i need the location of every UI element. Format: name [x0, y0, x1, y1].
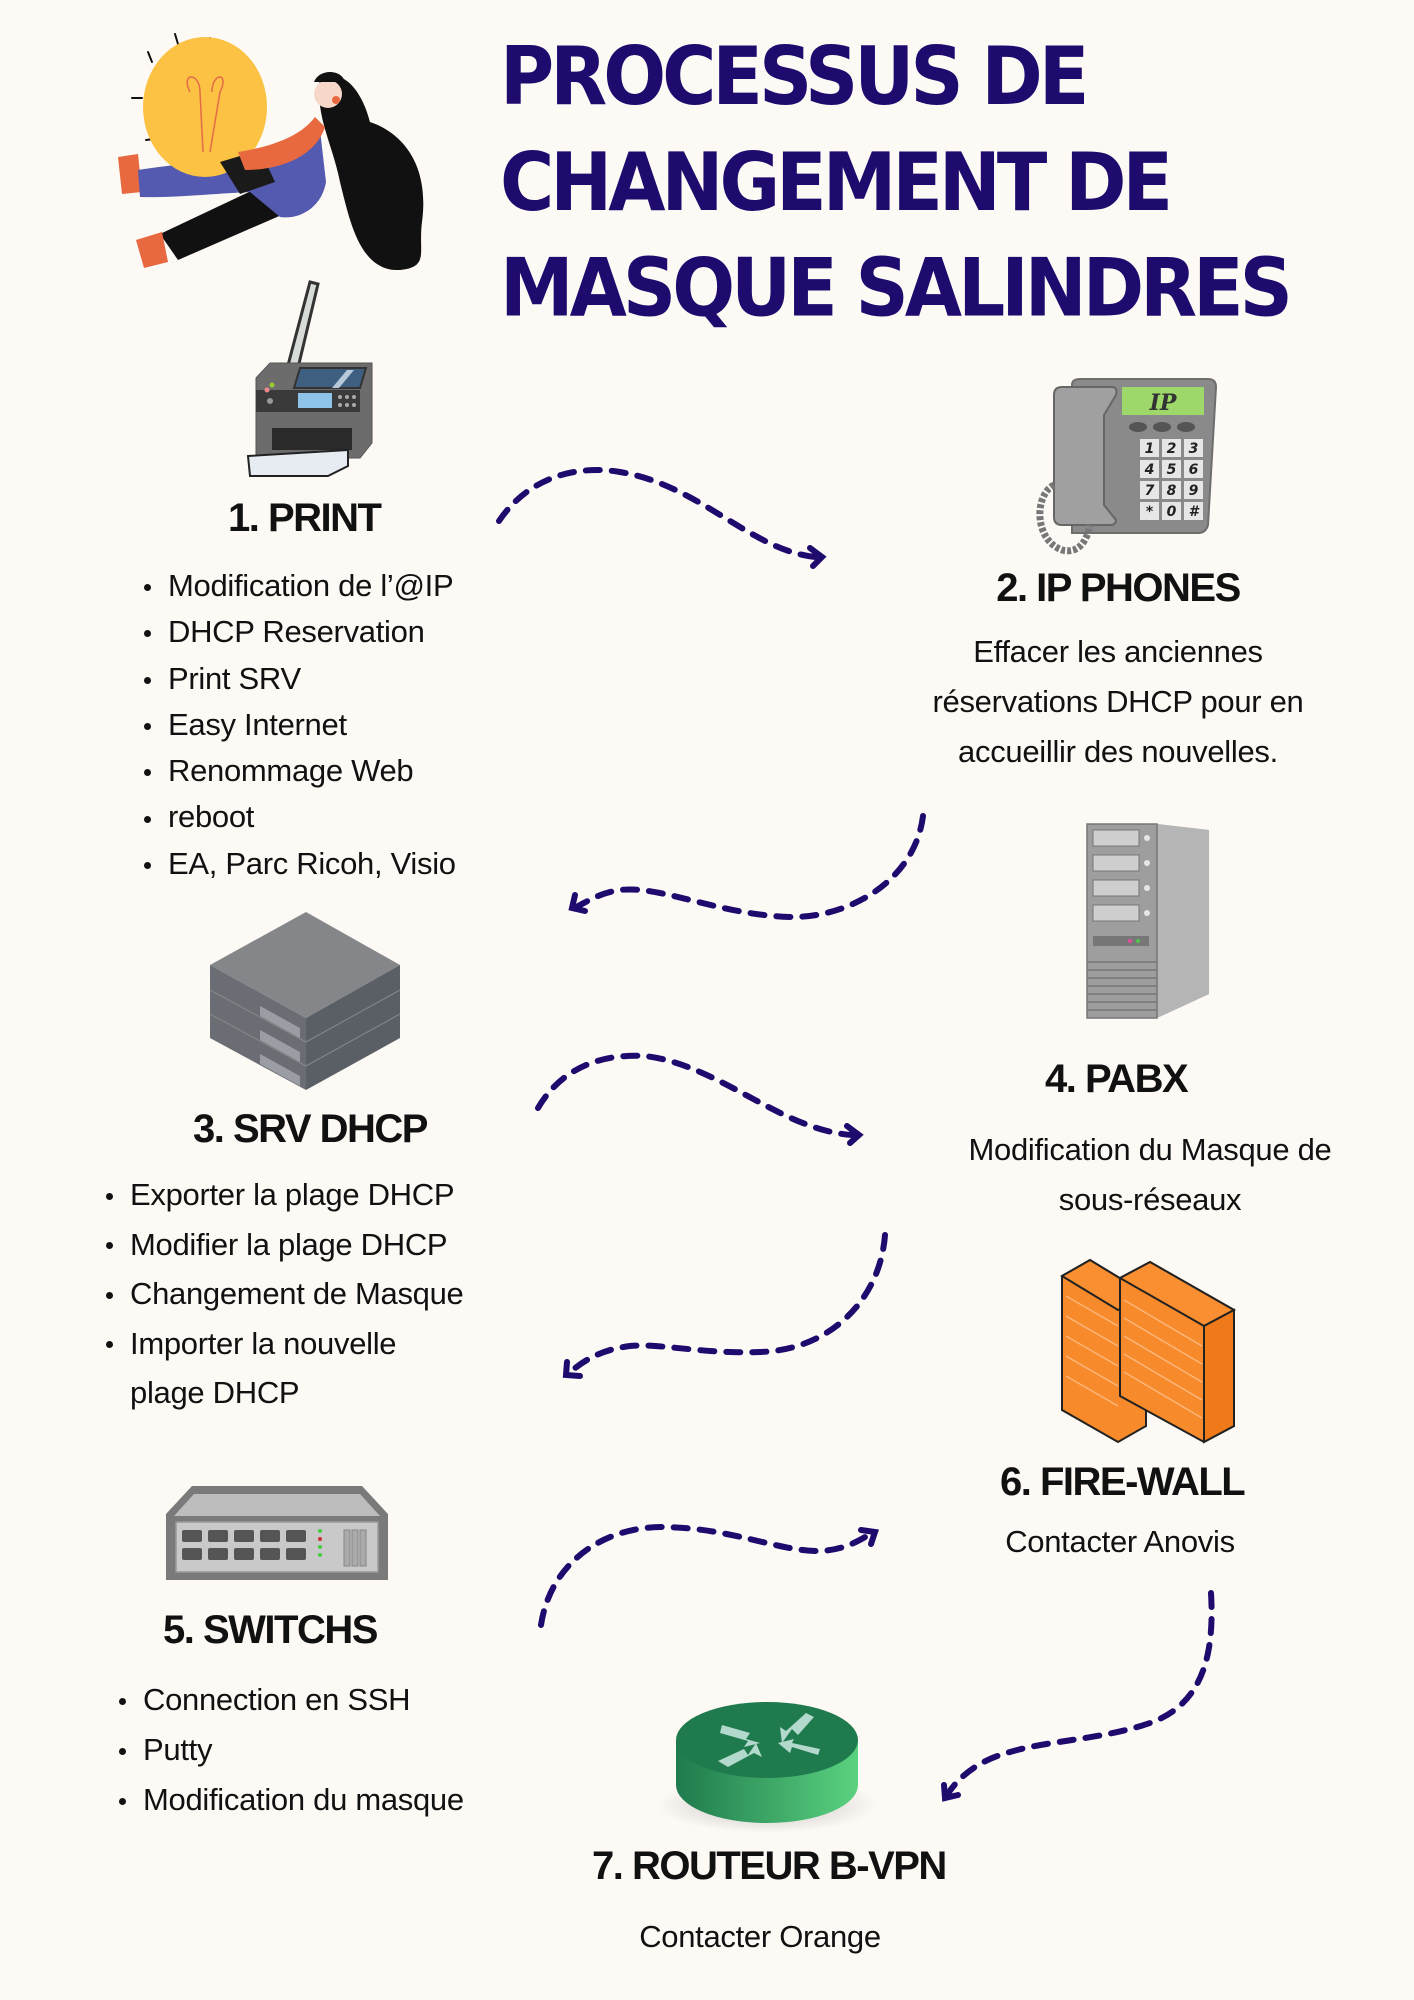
- title-line-3: MASQUE SALINDRES: [500, 242, 1293, 336]
- keypad-key: 0: [1162, 502, 1181, 520]
- description-line: Contacter Orange: [639, 1919, 881, 1954]
- list-item: Modification de l’@IP: [142, 563, 456, 609]
- step-heading: 3. SRV DHCP: [193, 1107, 428, 1151]
- keypad-key: #: [1184, 502, 1203, 520]
- step-heading: 7. ROUTEUR B-VPN: [592, 1844, 947, 1888]
- arrowhead: [844, 1123, 864, 1146]
- list-item: Changement de Masque: [104, 1269, 464, 1319]
- description-line: accueillir des nouvelles.: [958, 734, 1278, 769]
- keypad-key: *: [1140, 502, 1159, 520]
- keypad-key: 7: [1140, 481, 1159, 499]
- switch-port: [182, 1548, 202, 1560]
- router-icon: [657, 1702, 877, 1833]
- server-stack-icon: [209, 912, 401, 1090]
- step-task-list: Exporter la plage DHCP Modifier la plage…: [104, 1170, 464, 1418]
- description-line: Contacter Anovis: [1005, 1524, 1235, 1559]
- switch-port: [234, 1548, 254, 1560]
- svg-text:2: 2: [1167, 441, 1177, 457]
- description-line: réservations DHCP pour en: [932, 684, 1304, 719]
- keypad-key: 3: [1184, 439, 1203, 457]
- step-description: Effacer les anciennes réservations DHCP …: [888, 627, 1348, 777]
- switch-port: [286, 1548, 306, 1560]
- list-item: Modification du masque: [117, 1775, 464, 1825]
- step-heading: 5. SWITCHS: [163, 1608, 378, 1652]
- keypad-key: 6: [1184, 460, 1203, 478]
- switch-port: [234, 1530, 254, 1542]
- svg-text:1: 1: [1145, 441, 1155, 457]
- svg-text:*: *: [1146, 504, 1154, 520]
- keypad-key: 1: [1140, 439, 1159, 457]
- arrowhead: [941, 1782, 961, 1802]
- svg-text:9: 9: [1189, 483, 1199, 499]
- title-line-1: PROCESSUS DE: [500, 30, 1089, 124]
- title-line-2: CHANGEMENT DE: [500, 136, 1173, 230]
- switch-port: [286, 1530, 306, 1542]
- firewall-icon: [1060, 1258, 1237, 1444]
- list-item: Easy Internet: [142, 702, 456, 748]
- list-item: Exporter la plage DHCP: [104, 1170, 464, 1220]
- list-item: Renommage Web: [142, 748, 456, 794]
- phone-screen-label: IP: [1149, 390, 1178, 416]
- keypad-key: 9: [1184, 481, 1203, 499]
- step-task-list: Modification de l’@IP DHCP Reservation P…: [142, 563, 456, 887]
- step-task-list: Connection en SSH Putty Modification du …: [117, 1675, 464, 1825]
- step-heading: 2. IP PHONES: [996, 566, 1241, 610]
- step-description: Contacter Anovis: [960, 1517, 1280, 1567]
- printer-icon: [246, 280, 373, 477]
- list-item-continuation: plage DHCP: [130, 1375, 300, 1410]
- network-switch-icon: [166, 1486, 388, 1580]
- svg-text:0: 0: [1167, 504, 1177, 520]
- svg-text:7: 7: [1145, 483, 1155, 499]
- list-item: reboot: [142, 794, 456, 840]
- keypad-key: 8: [1162, 481, 1181, 499]
- arrowhead: [858, 1527, 879, 1547]
- arrow-path: [496, 467, 818, 560]
- list-item: Print SRV: [142, 656, 456, 702]
- step-description: Modification du Masque de sous-réseaux: [920, 1125, 1380, 1225]
- keypad-key: 4: [1140, 460, 1159, 478]
- keypad-key: 5: [1162, 460, 1181, 478]
- list-item: Importer la nouvelle: [104, 1319, 464, 1369]
- description-line: sous-réseaux: [1058, 1182, 1242, 1217]
- svg-text:4: 4: [1144, 462, 1155, 478]
- arrowhead: [807, 545, 827, 569]
- keypad-key: 2: [1162, 439, 1181, 457]
- svg-text:8: 8: [1167, 483, 1177, 499]
- svg-text:6: 6: [1189, 462, 1199, 478]
- list-item: Modifier la plage DHCP: [104, 1220, 464, 1270]
- woman-with-lightbulb-illustration: [118, 33, 424, 271]
- arrowhead: [568, 892, 588, 914]
- arrowhead: [562, 1359, 583, 1379]
- step-heading: 4. PABX: [1045, 1057, 1189, 1101]
- list-item: DHCP Reservation: [142, 609, 456, 655]
- switch-port: [208, 1530, 228, 1542]
- switch-port: [260, 1530, 280, 1542]
- switch-port: [182, 1530, 202, 1542]
- step-heading: 1. PRINT: [228, 496, 382, 540]
- description-line: Effacer les anciennes: [973, 634, 1263, 669]
- description-line: Modification du Masque de: [968, 1132, 1332, 1167]
- svg-text:5: 5: [1167, 462, 1177, 478]
- list-item: Connection en SSH: [117, 1675, 464, 1725]
- tower-server-icon: [1086, 823, 1209, 1019]
- switch-port: [208, 1548, 228, 1560]
- step-heading: 6. FIRE-WALL: [1000, 1460, 1246, 1504]
- list-item: EA, Parc Ricoh, Visio: [142, 841, 456, 887]
- switch-port: [260, 1548, 280, 1560]
- step-description: Contacter Orange: [590, 1912, 930, 1962]
- list-item: Putty: [117, 1725, 464, 1775]
- svg-text:#: #: [1189, 504, 1200, 520]
- svg-text:3: 3: [1189, 441, 1199, 457]
- page-title: PROCESSUS DE CHANGEMENT DE MASQUE SALIND…: [500, 24, 1380, 342]
